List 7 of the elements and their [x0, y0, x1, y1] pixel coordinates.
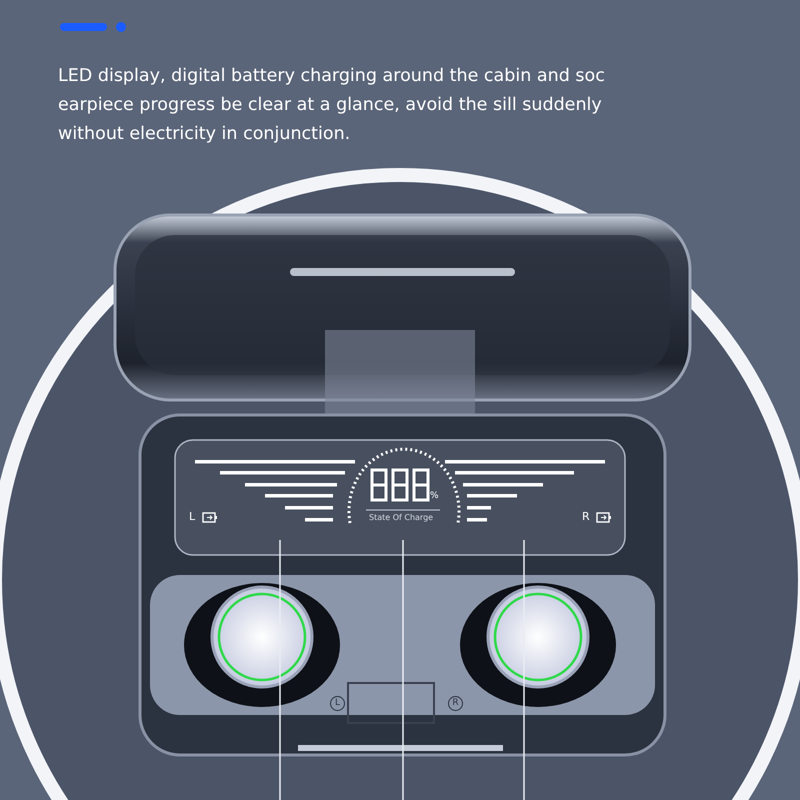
right-slot-mark: R — [448, 696, 463, 711]
display-caption: State Of Charge — [369, 513, 434, 523]
percent-sign: % — [430, 491, 439, 502]
left-indicator-label: L — [189, 510, 196, 524]
right-indicator-label: R — [582, 510, 590, 524]
description-text: LED display, digital battery charging around the cabin and soc earpiece progress be clear at a glance, avoid the sill suddenly without electricity in conjunction. — [58, 65, 606, 146]
left-slot-mark: L — [330, 696, 345, 711]
